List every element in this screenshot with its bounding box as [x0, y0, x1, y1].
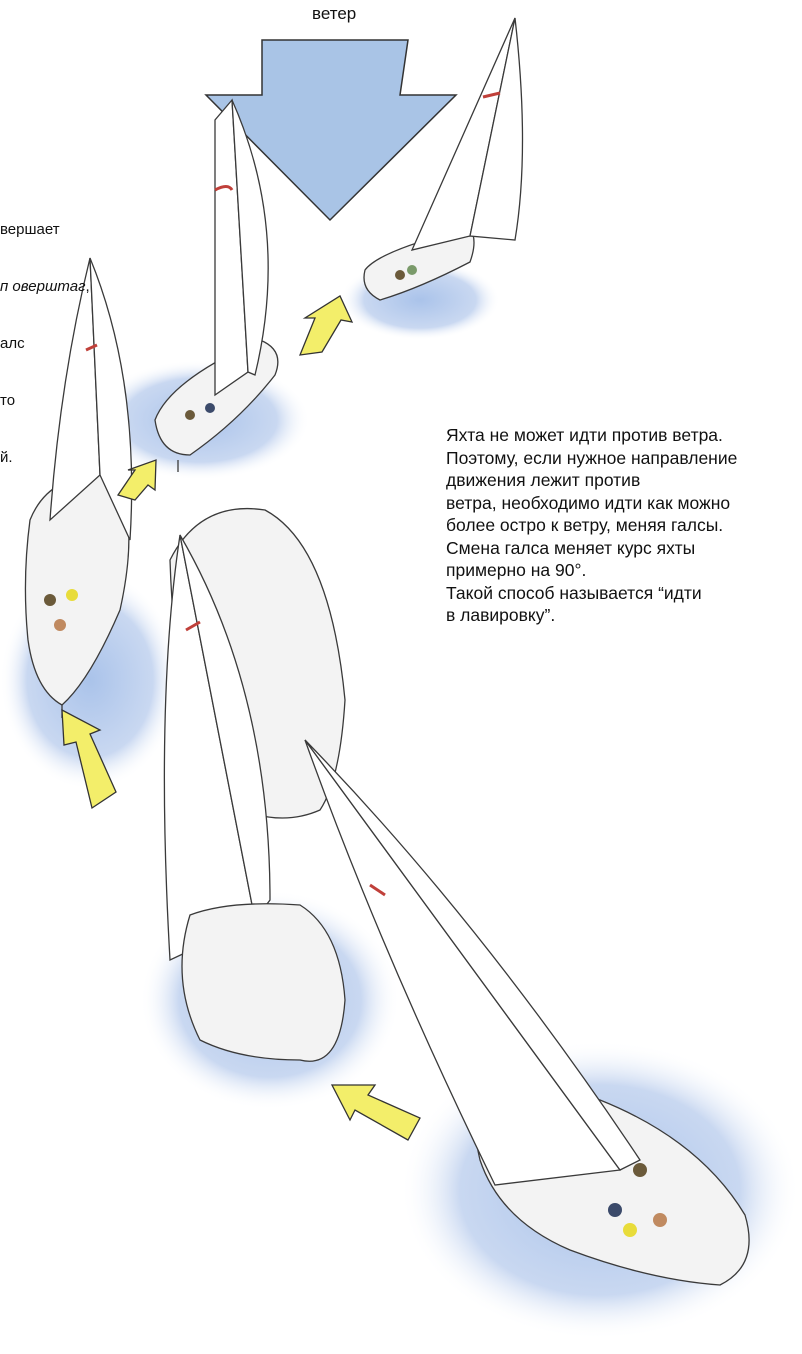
left-caption-comma: , [85, 278, 89, 295]
right-caption-line: Яхта не может идти против ветра. [446, 424, 802, 447]
left-caption-line-2: п оверштаг, [0, 277, 160, 296]
right-caption-line: Такой способ называется “идти [446, 582, 802, 605]
right-caption-line: в лавировку”. [446, 604, 802, 627]
right-caption-line: Поэтому, если нужное направление [446, 447, 802, 470]
right-caption-line: Смена галса меняет курс яхты [446, 537, 802, 560]
right-caption-line: ветра, необходимо идти как можно [446, 492, 802, 515]
left-caption: вершает п оверштаг, алс то й. [0, 182, 160, 505]
right-caption: Яхта не может идти против ветра. Поэтому… [446, 424, 802, 627]
wind-label: ветер [312, 4, 356, 24]
left-caption-line-5: й. [0, 448, 160, 467]
right-caption-line: движения лежит против [446, 469, 802, 492]
left-caption-line-1: вершает [0, 220, 160, 239]
right-caption-line: примерно на 90°. [446, 559, 802, 582]
yacht-4 [164, 509, 345, 1062]
right-caption-line: более остро к ветру, меняя галсы. [446, 514, 802, 537]
left-caption-line-3: алс [0, 334, 160, 353]
left-caption-term: п оверштаг [0, 278, 85, 295]
left-caption-line-4: то [0, 391, 160, 410]
